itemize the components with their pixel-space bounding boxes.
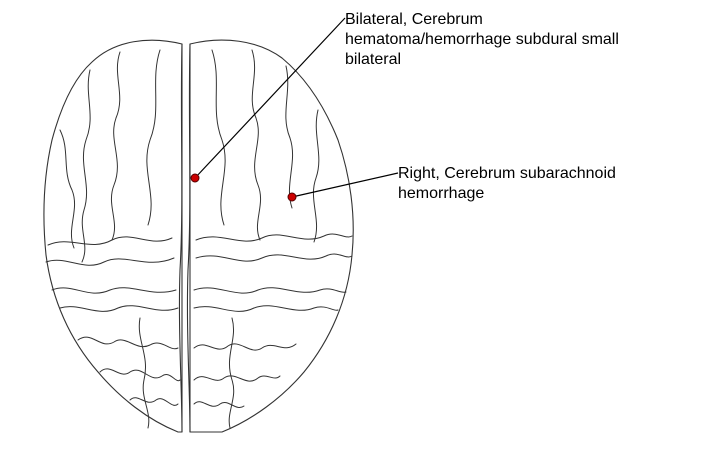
gyrus-line bbox=[286, 66, 293, 208]
gyrus-line bbox=[194, 402, 244, 408]
gyrus-line bbox=[229, 318, 234, 428]
gyrus-line bbox=[196, 254, 352, 261]
gyrus-line bbox=[194, 288, 346, 293]
gyrus-line bbox=[252, 50, 261, 240]
gyrus-line bbox=[147, 50, 160, 225]
annotation-label-right: Right, Cerebrum subarachnoid hemorrhage bbox=[398, 164, 698, 204]
gyrus-line bbox=[48, 237, 172, 245]
gyrus-line bbox=[82, 70, 90, 262]
gyrus-line bbox=[130, 398, 178, 406]
gyrus-line bbox=[194, 306, 338, 312]
gyrus-line bbox=[196, 234, 352, 241]
gyrus-line bbox=[60, 306, 178, 312]
gyrus-line bbox=[100, 369, 180, 381]
gyrus-line bbox=[52, 288, 176, 293]
gyrus-line bbox=[78, 337, 178, 349]
marker-bilateral[interactable] bbox=[191, 174, 199, 182]
gyrus-line bbox=[194, 344, 296, 350]
annotation-label-bilateral: Bilateral, Cerebrum hematoma/hemorrhage … bbox=[345, 10, 675, 70]
gyrus-line bbox=[46, 258, 174, 265]
leader-line-bilateral bbox=[195, 18, 345, 178]
marker-right[interactable] bbox=[288, 193, 296, 201]
brain-outline-right-hemisphere bbox=[190, 40, 353, 432]
gyrus-line bbox=[212, 50, 225, 225]
gyrus-line bbox=[60, 130, 75, 248]
gyrus-line bbox=[111, 52, 120, 240]
gyrus-line bbox=[313, 110, 318, 242]
gyrus-line bbox=[194, 376, 280, 381]
leader-line-right bbox=[292, 173, 398, 197]
